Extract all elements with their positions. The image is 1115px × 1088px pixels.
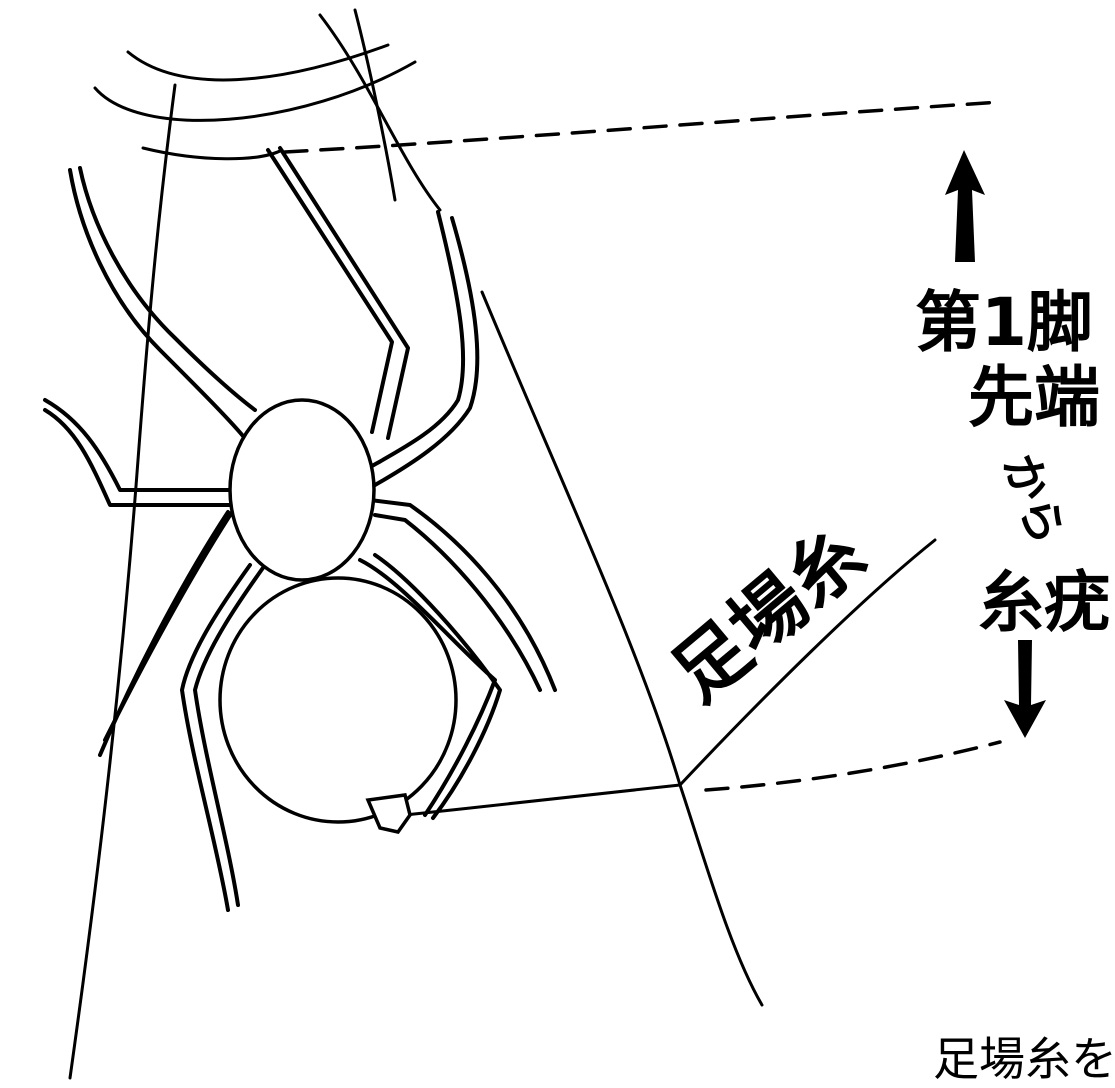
web-threads — [68, 8, 937, 1080]
label-leader-line — [678, 538, 937, 787]
web-spiral-inner — [141, 146, 284, 161]
distance-label-line-3: から — [993, 446, 1075, 551]
spider-body — [218, 398, 458, 834]
web-radial-left — [68, 83, 177, 1080]
leg-3-right — [368, 498, 557, 692]
spider-abdomen — [218, 576, 458, 824]
distance-label: 第1脚 先端 から 糸疣 — [915, 284, 1110, 641]
leg-4-right — [358, 553, 502, 820]
distance-label-line-4: 糸疣 — [978, 564, 1110, 641]
dashed-line-bottom — [704, 740, 1002, 792]
distance-label-line-1: 第1脚 — [915, 284, 1093, 361]
leg-1-right — [266, 146, 410, 440]
up-arrow-icon — [945, 150, 985, 262]
web-radial-right-upper2 — [353, 8, 397, 202]
leg-4-left — [180, 563, 267, 912]
spider-cephalothorax — [228, 398, 376, 582]
caption-text: 足場糸を張 — [933, 1032, 1115, 1086]
scaffold-thread-line — [403, 783, 682, 817]
web-spiral-middle — [93, 60, 417, 122]
spider-legs — [43, 146, 557, 912]
spinnerets — [365, 793, 412, 834]
down-arrow-icon — [1004, 640, 1046, 738]
dashed-line-top — [283, 100, 1002, 154]
leg-1-left — [68, 166, 257, 447]
web-spiral-outer — [126, 43, 390, 82]
web-radial-right-upper — [318, 13, 442, 212]
leg-2-right — [363, 210, 480, 487]
distance-label-line-2: 先端 — [968, 359, 1100, 436]
measurement-guides — [283, 100, 1002, 792]
web-radial-right — [480, 290, 764, 1007]
distance-arrows — [945, 150, 1046, 738]
leg-3-left — [98, 498, 242, 757]
leg-2-left — [43, 398, 237, 507]
